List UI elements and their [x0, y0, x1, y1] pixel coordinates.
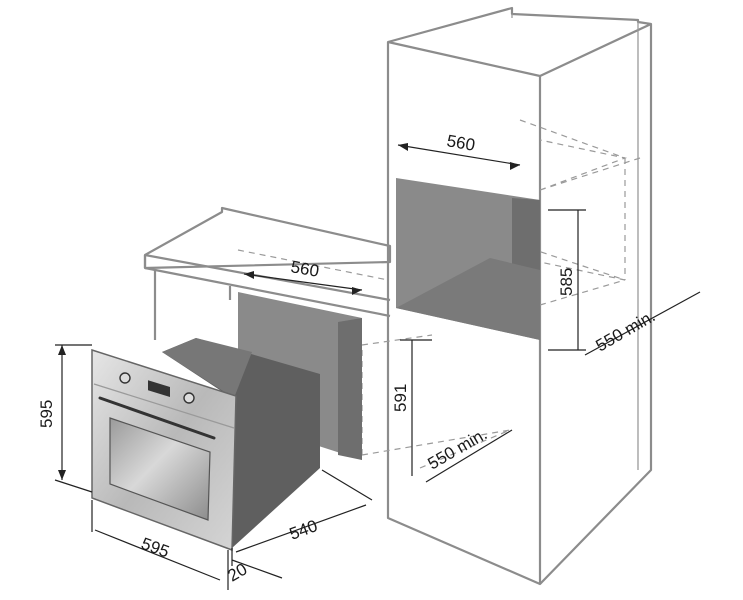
oven-height-label: 595 — [37, 400, 56, 428]
countertop-outline — [143, 206, 392, 270]
oven — [91, 338, 320, 552]
oven-handle — [98, 396, 216, 440]
under-counter-niche-height-label: 591 — [391, 384, 410, 412]
left-knob-icon — [119, 372, 131, 384]
oven-top — [162, 338, 252, 398]
oven-body — [162, 338, 320, 548]
column-niche-height-label: 585 — [557, 268, 576, 296]
right-knob-icon — [183, 392, 195, 404]
oven-control-strip — [93, 383, 235, 429]
column-cabinet — [386, 6, 653, 586]
column-niche-hidden-lines — [519, 119, 641, 306]
column-cabinet-back-edge — [511, 14, 639, 470]
column-cabinet-outline — [386, 6, 653, 586]
countertop-left-support — [153, 270, 232, 340]
oven-width-label: 595 — [139, 534, 172, 562]
under-counter-niche-side — [338, 318, 362, 460]
under-counter-niche-width-label: 560 — [289, 257, 320, 281]
oven-window — [109, 417, 211, 521]
column-niche-width-label: 560 — [445, 131, 476, 155]
oven-depth-label: 540 — [287, 516, 320, 544]
column-min-depth-label: 550 min. — [593, 306, 659, 355]
oven-display — [148, 380, 170, 397]
dimension-lines — [54, 143, 701, 590]
column-niche-floor — [396, 258, 540, 340]
